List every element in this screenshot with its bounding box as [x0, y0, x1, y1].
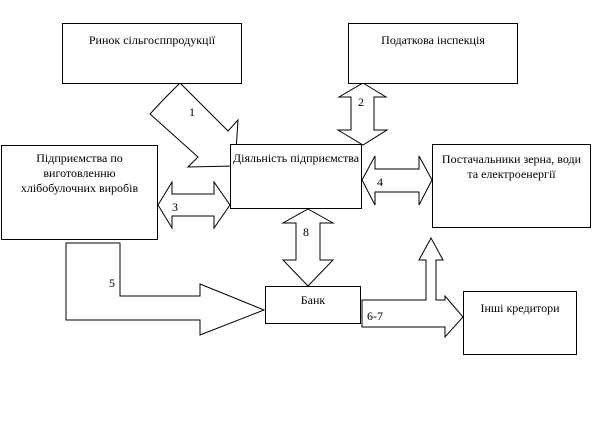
- suppliers-box: Постачальники зерна, води та електроенер…: [432, 144, 591, 228]
- arrow-4: [361, 155, 433, 206]
- arrow-label-5: 5: [109, 276, 115, 290]
- other-creditors-label: Інші кредитори: [480, 301, 560, 315]
- arrow-label-6-7: 6-7: [367, 309, 383, 323]
- arrow-8: [281, 208, 335, 287]
- arrow-6-7: [361, 236, 464, 339]
- arrow-label-1: 1: [189, 105, 195, 119]
- arrow-1: [149, 82, 239, 168]
- market-label: Ринок сільгосппродукції: [88, 33, 216, 47]
- arrow-3: [157, 180, 231, 230]
- enterprise-activity-box: Діяльність підприємства: [230, 144, 362, 209]
- market-box: Ринок сільгосппродукції: [62, 23, 242, 84]
- tax-inspection-box: Податкова інспекція: [348, 23, 518, 84]
- bakery-enterprises-box: Підприємства по виготовленню хлібобулочн…: [1, 145, 158, 240]
- arrow-2: [336, 82, 389, 146]
- arrow-label-2: 2: [358, 95, 364, 109]
- bank-box: Банк: [265, 286, 361, 324]
- arrow-5: [65, 242, 266, 336]
- other-creditors-box: Інші кредитори: [463, 291, 577, 355]
- enterprise-activity-label: Діяльність підприємства: [232, 151, 360, 165]
- tax-inspection-label: Податкова інспекція: [381, 33, 485, 47]
- bakery-enterprises-label: Підприємства по виготовленню хлібобулочн…: [20, 151, 139, 195]
- arrow-label-3: 3: [172, 200, 178, 214]
- arrow-label-8: 8: [303, 225, 309, 239]
- arrow-label-4: 4: [377, 175, 383, 189]
- bank-label: Банк: [300, 293, 326, 307]
- suppliers-label: Постачальники зерна, води та електроенер…: [441, 152, 582, 181]
